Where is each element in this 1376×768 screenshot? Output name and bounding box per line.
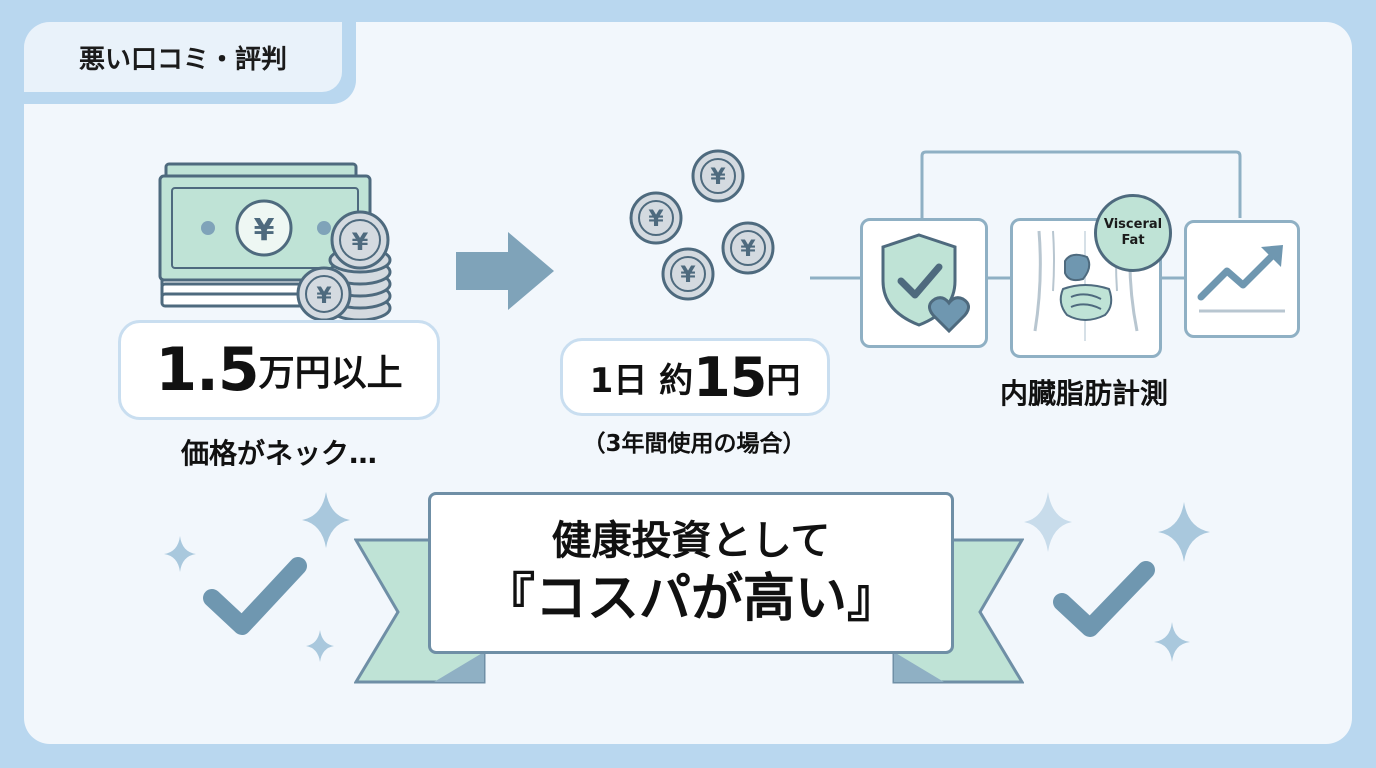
daily-unit: 円 [766, 360, 801, 401]
price-caption: 価格がネック… [180, 437, 377, 470]
banner-line-1: 健康投資として [551, 518, 831, 564]
bill-yen-symbol: ¥ [254, 213, 275, 248]
svg-text:¥: ¥ [352, 228, 369, 256]
feature-caption: 内臓脂肪計測 [999, 377, 1168, 410]
coin-yen-symbol: ¥ [710, 165, 726, 190]
price-unit: 万円以上 [258, 353, 403, 394]
money-stack-icon: ¥ ¥ ¥ [158, 162, 392, 322]
sparkle-icon [302, 492, 350, 548]
left-decoration [164, 492, 350, 662]
feature-connectors [810, 150, 1242, 280]
sparkle-icon [1154, 622, 1190, 662]
svg-text:¥: ¥ [740, 237, 756, 262]
body-organs-icon [1033, 230, 1139, 341]
right-decoration [1024, 492, 1210, 662]
arrow-right-icon [456, 232, 554, 310]
card-frame: 悪い口コミ・評判 ¥ ¥ ¥ 1.5 万円以上 価格がネ [24, 22, 1352, 744]
daily-value: 15 [693, 345, 767, 409]
section-tag-label: 悪い口コミ・評判 [24, 22, 342, 92]
check-icon [1053, 561, 1155, 637]
banner-box: 健康投資として 『コスパが高い』 [428, 492, 954, 654]
banner-line-2: 『コスパが高い』 [482, 569, 899, 629]
price-main: 1.5 [155, 335, 259, 405]
visceral-label: Visceral [1103, 217, 1163, 232]
sparkle-icon [306, 630, 334, 662]
section-tag: 悪い口コミ・評判 [24, 22, 356, 104]
feature-card-trend [1184, 220, 1300, 338]
price-pill: 1.5 万円以上 [118, 320, 440, 420]
daily-note: （3年間使用の場合） [582, 431, 806, 457]
check-icon [203, 557, 307, 635]
sparkle-icon [1024, 492, 1072, 552]
visceral-fat-bubble: Visceral Fat [1094, 194, 1172, 272]
daily-prefix: 1日 約 [589, 360, 694, 401]
sparkle-icon [164, 536, 196, 572]
trend-up-icon [1197, 245, 1285, 313]
daily-cost-pill: 1日 約 15 円 [560, 338, 830, 416]
sparkle-icon [1158, 502, 1210, 562]
shield-heart-icon [881, 233, 970, 334]
svg-text:¥: ¥ [316, 284, 332, 309]
feature-card-body [1010, 218, 1162, 358]
feature-card-shield [860, 218, 988, 348]
fat-label: Fat [1121, 233, 1145, 248]
coins-icon: ¥ ¥ ¥ ¥ [629, 149, 775, 301]
svg-text:¥: ¥ [648, 207, 664, 232]
svg-text:¥: ¥ [680, 263, 696, 288]
